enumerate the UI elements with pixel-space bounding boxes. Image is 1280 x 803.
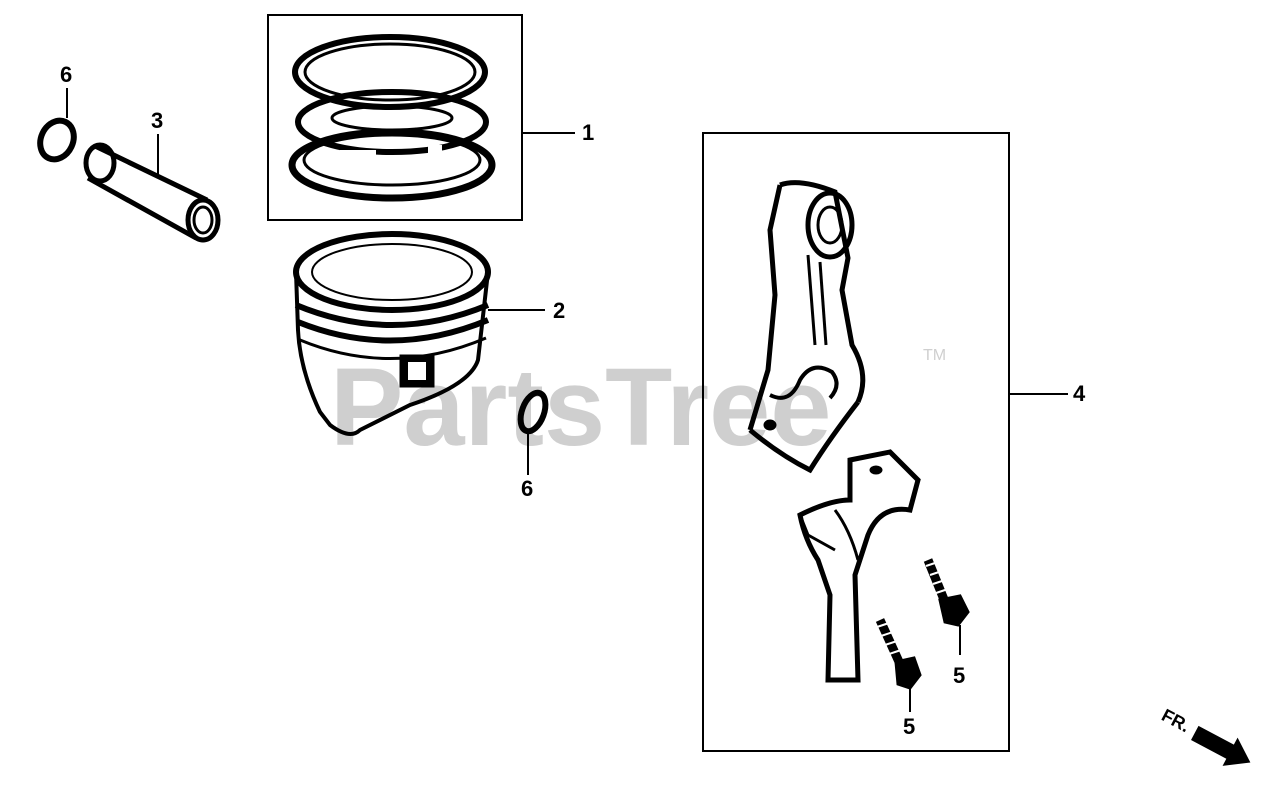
callout-4: 4 xyxy=(1073,381,1086,406)
callout-1: 1 xyxy=(582,120,594,145)
piston-skirt xyxy=(294,271,490,436)
callout-3: 3 xyxy=(151,108,163,133)
piston-pin[interactable] xyxy=(83,134,221,243)
top-ring xyxy=(292,34,488,110)
rod-small-end xyxy=(805,190,855,260)
connecting-rod-assembly[interactable] xyxy=(702,132,1068,752)
front-label: FR. xyxy=(1158,705,1193,736)
rod-big-end xyxy=(748,400,860,474)
callout-2: 2 xyxy=(553,298,565,323)
piston-ring-set[interactable] xyxy=(267,14,575,221)
pin-boss xyxy=(399,354,435,388)
callout-5-right: 5 xyxy=(953,663,965,688)
rod-bolt-right[interactable] xyxy=(923,558,970,655)
front-direction-indicator: FR. xyxy=(1158,705,1251,766)
second-ring xyxy=(295,89,489,155)
ring-set-frame xyxy=(267,14,523,221)
rod-assembly-frame xyxy=(702,132,1010,752)
rod-beam-right xyxy=(779,180,866,404)
oil-ring xyxy=(288,128,496,202)
callout-6-left: 6 xyxy=(60,62,72,87)
pin-clip-right[interactable] xyxy=(516,389,550,475)
rod-beam-left xyxy=(747,184,783,431)
callout-6-right: 6 xyxy=(521,476,533,501)
watermark-trademark: TM xyxy=(923,347,946,364)
callout-5-left: 5 xyxy=(903,714,915,739)
front-arrow-icon xyxy=(1191,725,1251,766)
rod-cap xyxy=(797,449,921,683)
rod-bolt-left[interactable] xyxy=(875,618,922,712)
piston-crown xyxy=(293,231,491,313)
pin-clip-left[interactable] xyxy=(34,88,80,165)
piston[interactable] xyxy=(293,231,545,436)
